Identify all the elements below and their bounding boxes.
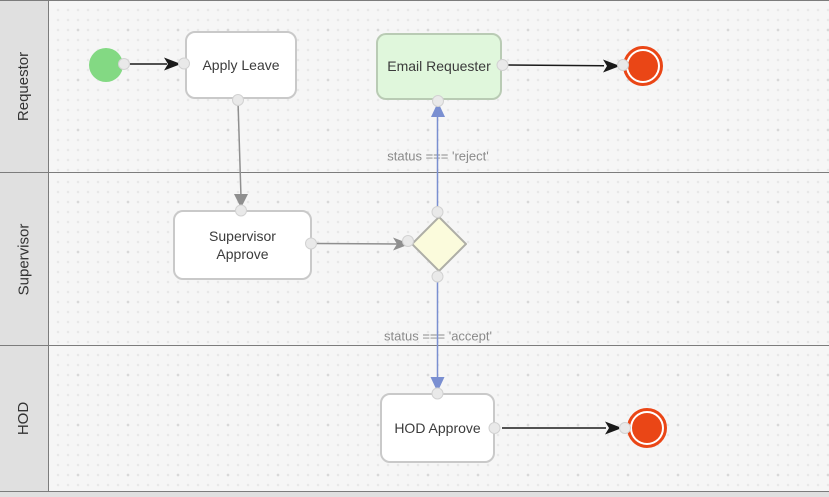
end-event-hod[interactable] — [627, 408, 667, 448]
lane-requestor-label: Requestor — [15, 51, 33, 122]
edge-label-reject: status === 'reject' — [387, 148, 489, 164]
lane-supervisor-label: Supervisor — [15, 223, 33, 295]
end-event-requestor-core — [628, 51, 658, 81]
task-email-requester-label: Email Requester — [387, 58, 491, 75]
task-email-requester[interactable]: Email Requester — [376, 33, 502, 100]
exclusive-gateway-diamond[interactable] — [411, 216, 467, 272]
start-event-circle[interactable] — [89, 48, 123, 82]
end-event-requestor[interactable] — [623, 46, 663, 86]
task-hod-approve-label: HOD Approve — [394, 419, 481, 436]
lane-supervisor-header[interactable]: Supervisor — [0, 173, 49, 345]
task-supervisor-approve[interactable]: Supervisor Approve — [173, 210, 312, 280]
gateway-diamond-shape[interactable] — [411, 216, 467, 272]
task-apply-leave[interactable]: Apply Leave — [185, 31, 297, 99]
lane-hod-header[interactable]: HOD — [0, 346, 49, 491]
task-hod-approve[interactable]: HOD Approve — [380, 393, 495, 463]
edge-label-accept: status === 'accept' — [384, 328, 492, 344]
task-apply-leave-label: Apply Leave — [202, 56, 280, 73]
lane-hod-label: HOD — [15, 401, 33, 436]
task-supervisor-approve-label: Supervisor Approve — [209, 227, 276, 262]
lane-requestor-header[interactable]: Requestor — [0, 1, 49, 172]
end-event-hod-core — [632, 413, 662, 443]
